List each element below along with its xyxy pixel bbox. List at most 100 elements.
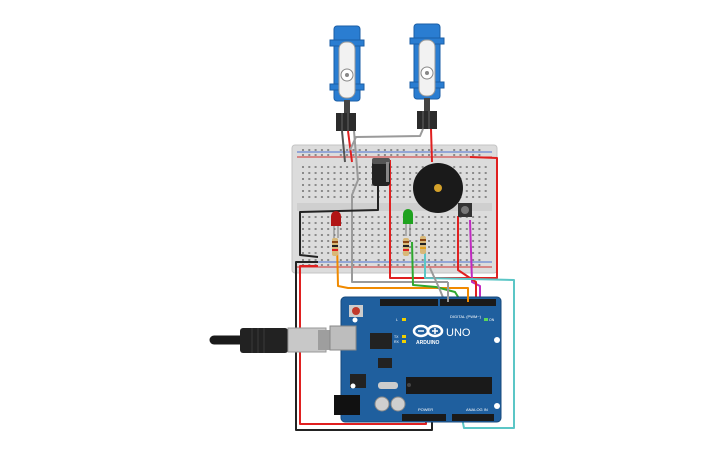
breadboard-hole	[383, 259, 386, 261]
status-led-label-rx: RX	[394, 340, 400, 344]
breadboard-hole	[484, 228, 487, 230]
breadboard-hole	[327, 216, 330, 218]
resistor-2[interactable]	[403, 238, 409, 256]
breadboard-hole	[484, 190, 487, 192]
breadboard-hole	[453, 216, 456, 218]
breadboard-hole	[302, 154, 304, 156]
breadboard-hole	[434, 234, 437, 236]
wire-green	[411, 241, 461, 301]
breadboard-hole	[358, 178, 361, 180]
breadboard-hole	[390, 240, 393, 242]
breadboard-hole	[302, 178, 304, 180]
breadboard-hole	[352, 234, 355, 236]
breadboard-hole	[377, 259, 380, 261]
breadboard-hole	[333, 166, 336, 168]
led-red[interactable]	[331, 211, 341, 238]
breadboard-hole	[346, 196, 349, 198]
breadboard-hole	[346, 216, 349, 218]
breadboard-hole	[327, 222, 330, 224]
breadboard-hole	[396, 184, 399, 186]
servo-motor-1[interactable]	[329, 25, 365, 131]
breadboard-hole	[396, 252, 399, 254]
breadboard-hole	[308, 228, 311, 230]
breadboard-hole	[314, 154, 317, 156]
breadboard-hole	[396, 216, 399, 218]
breadboard-hole	[320, 216, 323, 218]
breadboard-hole	[339, 184, 342, 186]
breadboard-hole	[371, 252, 374, 254]
breadboard-hole	[478, 228, 481, 230]
breadboard-hole	[320, 264, 323, 266]
power-header-label: POWER	[418, 407, 433, 412]
buzzer[interactable]	[413, 163, 463, 213]
breadboard-hole	[459, 222, 462, 224]
breadboard-hole	[308, 178, 311, 180]
pushbutton[interactable]	[458, 203, 472, 217]
breadboard-hole	[465, 149, 468, 151]
breadboard-hole	[402, 178, 405, 180]
breadboard-hole	[484, 196, 487, 198]
wire-cyan	[424, 240, 515, 429]
breadboard-hole	[314, 222, 317, 224]
breadboard-hole	[339, 166, 342, 168]
breadboard-hole	[371, 190, 374, 192]
breadboard-hole	[478, 184, 481, 186]
arduino-uno-board[interactable]: UNO ARDUINO DIGITAL (PWM~) POWER ANALOG …	[329, 296, 502, 423]
breadboard-hole	[446, 216, 449, 218]
breadboard-hole	[409, 178, 412, 180]
breadboard-hole	[320, 252, 323, 254]
breadboard-hole	[472, 190, 475, 192]
breadboard-hole	[365, 240, 367, 242]
breadboard-hole	[320, 172, 323, 174]
breadboard-hole	[428, 252, 430, 254]
breadboard-hole	[402, 149, 405, 151]
breadboard-hole	[390, 234, 393, 236]
breadboard-hole	[472, 252, 475, 254]
breadboard-hole	[396, 240, 399, 242]
led-green[interactable]	[403, 209, 413, 236]
servo-motor-2[interactable]	[409, 23, 445, 129]
breadboard-hole	[333, 196, 336, 198]
breadboard-hole	[396, 190, 399, 192]
breadboard-hole	[365, 166, 367, 168]
breadboard-hole	[478, 264, 481, 266]
breadboard-hole	[478, 216, 481, 218]
breadboard-hole	[346, 222, 349, 224]
breadboard-hole	[371, 184, 374, 186]
breadboard-hole	[440, 149, 443, 151]
breadboard-hole	[402, 154, 405, 156]
resistor-3[interactable]	[420, 236, 426, 254]
capacitor[interactable]	[372, 158, 390, 186]
breadboard-hole	[453, 149, 456, 151]
breadboard-hole	[484, 216, 487, 218]
breadboard-hole	[421, 234, 424, 236]
breadboard-hole	[358, 184, 361, 186]
breadboard-hole	[472, 240, 475, 242]
breadboard-hole	[358, 234, 361, 236]
breadboard-hole	[415, 246, 418, 248]
breadboard-hole	[365, 228, 367, 230]
breadboard-hole	[484, 178, 487, 180]
breadboard-hole	[352, 216, 355, 218]
breadboard-hole	[409, 172, 412, 174]
breadboard-hole	[459, 172, 462, 174]
breadboard-hole	[472, 178, 475, 180]
breadboard-hole	[428, 222, 430, 224]
breadboard-hole	[428, 259, 430, 261]
breadboard-hole	[390, 228, 393, 230]
breadboard-hole	[465, 154, 468, 156]
resistor-1[interactable]	[332, 238, 338, 256]
breadboard-hole	[465, 264, 468, 266]
status-led-label-tx: TX	[394, 335, 399, 339]
breadboard-hole	[453, 264, 456, 266]
breadboard-hole	[465, 246, 468, 248]
breadboard-hole	[365, 190, 367, 192]
breadboard-hole	[459, 252, 462, 254]
breadboard-hole	[434, 228, 437, 230]
analog-header-label: ANALOG IN	[466, 407, 488, 412]
breadboard-hole	[383, 228, 386, 230]
breadboard-hole	[472, 149, 475, 151]
arduino-model-label: UNO	[446, 327, 471, 339]
breadboard-hole	[409, 196, 412, 198]
breadboard-hole	[421, 149, 424, 151]
